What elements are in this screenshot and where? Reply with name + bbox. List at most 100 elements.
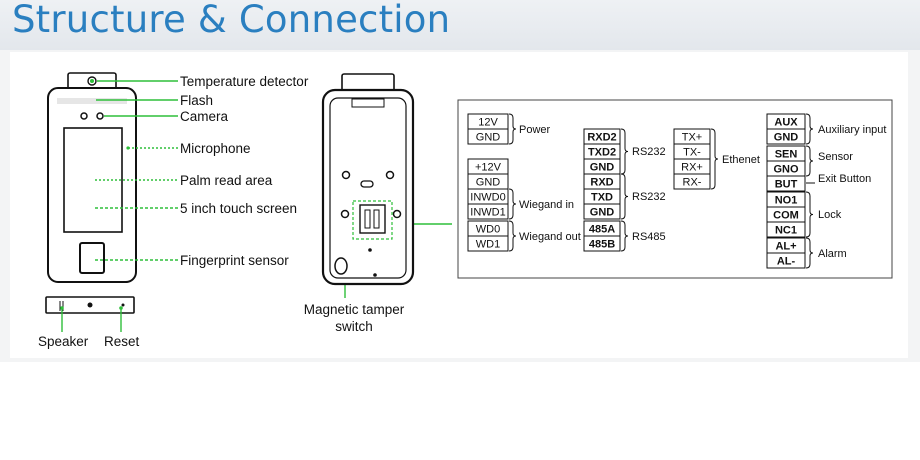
col1-pin-4: INWD0 [470,192,505,204]
group-wiegand-in: Wiegand in [519,199,574,211]
col1-pin-1: GND [476,132,501,144]
label-fingerprint-sensor: Fingerprint sensor [180,253,289,268]
col1-pin-3: GND [476,177,501,189]
col1-pin-6: WD0 [476,224,500,236]
device-labels: Temperature detector Flash Camera Microp… [38,74,405,349]
col4-pin-5: NO1 [775,195,798,207]
col4-pin-1: GND [774,132,799,144]
col4-pin-9-box [766,252,806,269]
col3-pin-3: RX- [683,177,702,189]
group-rs485: RS485 [632,231,666,243]
col4-pin-2: SEN [775,149,798,161]
leader-dot [126,146,130,150]
group-wiegand-out: Wiegand out [519,231,581,243]
group-power: Power [519,124,551,136]
reset-hole-icon [121,303,125,307]
col3-pin-0: TX+ [682,132,702,144]
back-plate [329,97,407,279]
group-brace [620,128,629,175]
col4-pin-4-box [766,175,806,192]
device-front [47,72,137,283]
group-rs232-b: RS232 [632,191,666,203]
leader-dot [60,306,64,310]
device-bottom-view [45,296,135,314]
label-speaker: Speaker [38,334,89,349]
col4-pin-7-box [766,221,806,238]
col1-pin-0: 12V [478,117,498,129]
label-temperature-detector: Temperature detector [180,74,309,89]
group-brace [805,191,814,238]
fingerprint-sensor-window [79,242,105,274]
col2-pin-7: 485B [589,239,615,251]
label-touch-screen: 5 inch touch screen [180,201,297,216]
group-alarm: Alarm [818,248,847,260]
screw-hole-icon [385,170,395,180]
group-auxiliary-input: Auxiliary input [818,124,886,136]
page-title: Structure & Connection [12,0,451,41]
label-magnetic-tamper-line1: Magnetic tamper [304,302,405,317]
connector-pin [364,209,371,229]
back-connector [359,204,386,234]
bottom-screw-icon [87,302,93,308]
col2-pin-0: RXD2 [587,132,616,144]
leader-dot [90,79,94,83]
temperature-sensor-icon [87,76,97,86]
group-lock: Lock [818,209,842,221]
col1-pin-7-box [467,235,509,252]
col4-pin-3: GNO [773,164,799,176]
tamper-switch [334,257,348,275]
col3-pin-1: TX- [683,147,701,159]
group-brace [805,145,814,177]
group-brace [710,128,719,190]
col2-pin-7-box [583,235,621,252]
screw-hole-icon [341,170,351,180]
group-sensor: Sensor [818,151,853,163]
col1-pin-7: WD1 [476,239,500,251]
label-magnetic-tamper-line2: switch [335,319,373,334]
group-brace [620,220,629,252]
col2-pin-1: TXD2 [588,147,616,159]
col2-pin-5: GND [590,207,615,219]
group-brace [620,173,629,220]
label-palm-read-area: Palm read area [180,173,273,188]
label-microphone: Microphone [180,141,251,156]
col1-pin-5: INWD1 [470,207,505,219]
diagram-card: Temperature detector Flash Camera Microp… [10,52,908,358]
col2-pin-5-box [583,203,621,220]
col4-pin-1-box [766,128,806,145]
back-top-slot [351,98,385,108]
connector-highlight [352,200,393,240]
col4-pin-9: AL- [777,256,796,268]
col2-pin-2: GND [590,162,615,174]
group-exit-button: Exit Button [818,173,871,185]
group-brace [508,188,517,220]
device-back [321,73,415,286]
structure-diagram: Temperature detector Flash Camera Microp… [38,72,893,349]
group-ethernet: Ethenet [722,154,760,166]
label-flash: Flash [180,93,213,108]
back-dot [373,273,377,277]
col1-pin-2: +12V [475,162,502,174]
group-brace [508,220,517,252]
col4-pin-8: AL+ [775,241,796,253]
col2-pin-6: 485A [589,224,615,236]
camera-lens-right-icon [96,112,104,120]
group-brace [805,113,814,145]
col2-pin-4: TXD [591,192,613,204]
mount-slot [360,180,374,188]
group-rs232-a: RS232 [632,146,666,158]
screw-hole-icon [392,209,402,219]
touch-screen [63,127,123,233]
flash-strip [57,98,127,104]
leader-dot [119,306,123,310]
label-reset: Reset [104,334,140,349]
col4-pin-7: NC1 [775,225,797,237]
label-camera: Camera [180,109,229,124]
screw-hole-icon [340,209,350,219]
back-dot [368,248,372,252]
camera-lens-left-icon [80,112,88,120]
connector-pin [373,209,380,229]
col3-pin-2: RX+ [681,162,703,174]
col4-pin-6: COM [773,210,799,222]
